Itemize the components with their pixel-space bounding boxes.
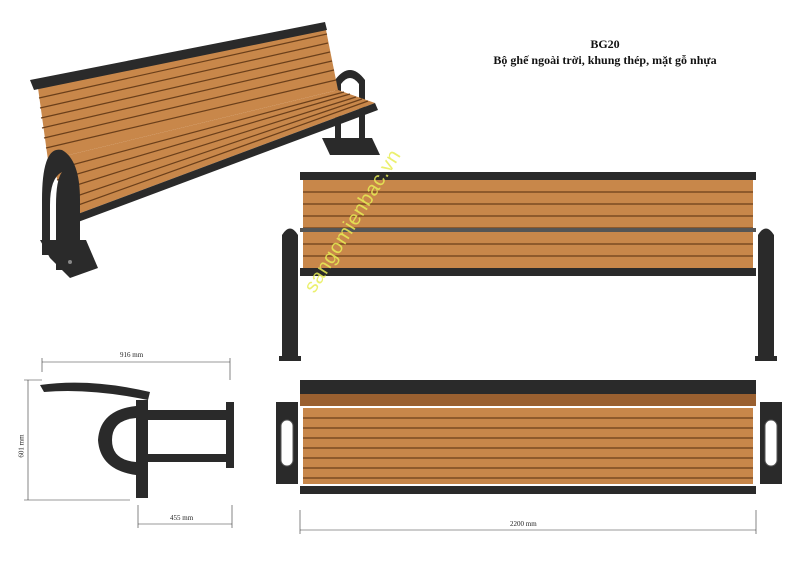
- top-view: [276, 380, 782, 534]
- dim-height: 601 mm: [18, 434, 26, 457]
- side-view: [24, 358, 234, 528]
- dim-depth: 916 mm: [120, 351, 143, 359]
- dim-length: 2200 mm: [510, 520, 537, 528]
- dim-seat-depth: 455 mm: [170, 514, 193, 522]
